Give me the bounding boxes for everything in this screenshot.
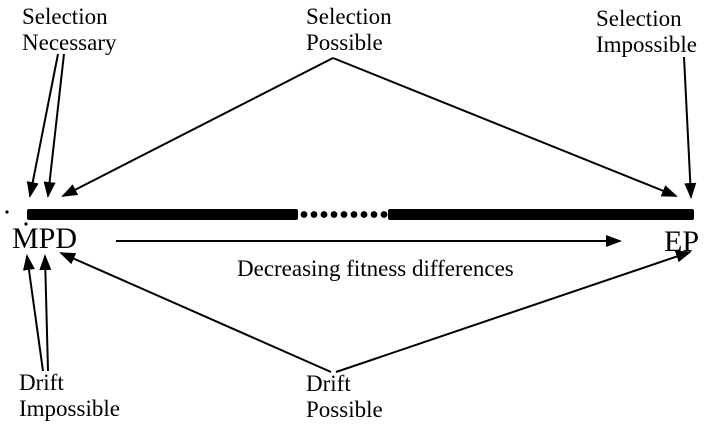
- label-drift-impossible-line1: Drift: [19, 370, 64, 395]
- drift-possible-arrow-left: [59, 252, 332, 373]
- endpoint-label-mpd: MPD: [12, 222, 78, 255]
- stray-dot: [24, 222, 28, 226]
- spectrum-bar-dot: [340, 211, 348, 218]
- label-selection-impossible: Selection Impossible: [596, 6, 697, 58]
- spectrum-bar-dot: [380, 211, 388, 218]
- label-drift-impossible: Drift Impossible: [19, 370, 120, 422]
- label-selection-necessary-line1: Selection: [22, 4, 108, 29]
- drift-possible-arrow-right: [335, 250, 692, 373]
- label-drift-possible-line2: Possible: [306, 397, 383, 422]
- spectrum-bar-dot: [360, 211, 368, 218]
- label-selection-possible-line2: Possible: [306, 30, 383, 55]
- spectrum-bar-dot: [370, 211, 378, 218]
- spectrum-bar-dot: [300, 211, 308, 218]
- label-selection-impossible-line1: Selection: [596, 6, 682, 31]
- selection-necessary-arrow-2: [43, 53, 65, 198]
- label-drift-impossible-line2: Impossible: [19, 396, 120, 421]
- spectrum-bar-right: [388, 209, 694, 220]
- selection-possible-arrow-left: [61, 57, 334, 197]
- spectrum-bar-dot: [350, 211, 358, 218]
- label-selection-impossible-line2: Impossible: [596, 32, 697, 57]
- stray-dot: [5, 210, 9, 214]
- spectrum-bar-left: [27, 209, 298, 220]
- label-selection-possible: Selection Possible: [306, 4, 392, 56]
- axis-caption: Decreasing fitness differences: [237, 256, 514, 281]
- label-drift-possible-line1: Drift: [306, 371, 351, 396]
- drift-impossible-arrow-2: [39, 254, 52, 372]
- spectrum-bar-dot: [310, 211, 318, 218]
- selection-necessary-arrow-1: [26, 53, 59, 198]
- label-drift-possible: Drift Possible: [306, 371, 383, 423]
- spectrum-bar-dot: [330, 211, 338, 218]
- endpoint-label-ep: EP: [664, 225, 700, 258]
- label-selection-necessary: Selection Necessary: [22, 4, 117, 56]
- label-selection-possible-line1: Selection: [306, 4, 392, 29]
- selection-impossible-arrow: [683, 56, 697, 199]
- selection-possible-arrow-right: [332, 57, 678, 197]
- spectrum-bar-dot: [320, 211, 328, 218]
- drift-impossible-arrow-1: [22, 254, 44, 372]
- label-selection-necessary-line2: Necessary: [22, 30, 117, 55]
